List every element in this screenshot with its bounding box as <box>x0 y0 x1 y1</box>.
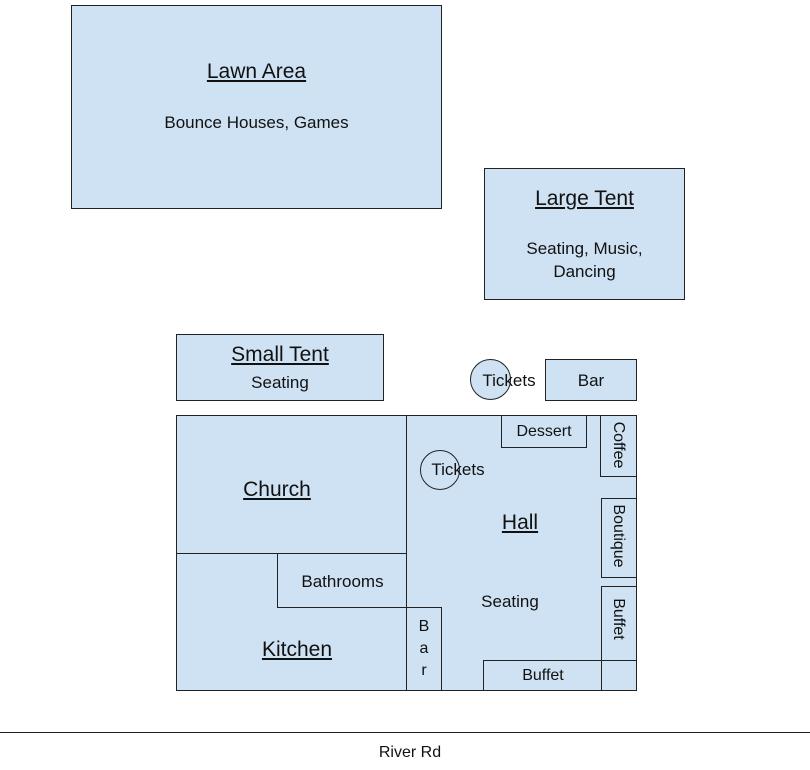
coffee-station <box>600 415 637 477</box>
coffee-label: Coffee <box>610 421 627 469</box>
church <box>176 415 408 555</box>
hall-bar-letter-3: r <box>421 662 427 679</box>
lawn-area-subtitle: Bounce Houses, Games <box>164 113 349 132</box>
outside-bar <box>545 359 637 401</box>
outside-tickets-label: Tickets <box>482 371 536 390</box>
kitchen-title: Kitchen <box>261 638 333 661</box>
small-tent-title: Small Tent <box>231 343 329 366</box>
buffet-bottom-station <box>483 660 603 691</box>
dessert-label: Dessert <box>516 423 572 440</box>
outside-bar-label: Bar <box>577 371 605 390</box>
large-tent-subtitle-line1: Seating, Music, <box>526 239 643 258</box>
large-tent-title: Large Tent <box>535 187 634 210</box>
hall-tickets-circle <box>420 450 460 490</box>
boutique-label: Boutique <box>610 504 627 568</box>
river-road-line <box>0 732 810 733</box>
church-title: Church <box>243 478 311 501</box>
hall-title: Hall <box>501 511 539 534</box>
hall-bar <box>406 607 442 691</box>
bathrooms-label: Bathrooms <box>301 572 384 591</box>
hall-bar-letter-2: a <box>419 640 429 657</box>
dessert-station <box>501 415 587 448</box>
large-tent <box>484 168 685 300</box>
hall-seating-label: Seating <box>481 592 539 611</box>
hall-bar-letter-1: B <box>418 618 430 635</box>
lawn-area <box>71 5 442 209</box>
lawn-area-title: Lawn Area <box>206 60 307 83</box>
hall-tickets-label: Tickets <box>431 460 485 479</box>
buffet-side-label: Buffet <box>610 598 627 640</box>
small-tent <box>176 334 384 401</box>
bathrooms <box>277 553 408 608</box>
hall-corner-block <box>601 660 637 691</box>
river-road-label: River Rd <box>378 744 442 761</box>
large-tent-subtitle-line2: Dancing <box>553 262 616 281</box>
small-tent-subtitle: Seating <box>251 373 309 392</box>
buffet-side-station <box>601 586 637 661</box>
buffet-bottom-label: Buffet <box>522 667 564 684</box>
outside-tickets-circle <box>470 359 511 400</box>
boutique-station <box>601 498 637 578</box>
